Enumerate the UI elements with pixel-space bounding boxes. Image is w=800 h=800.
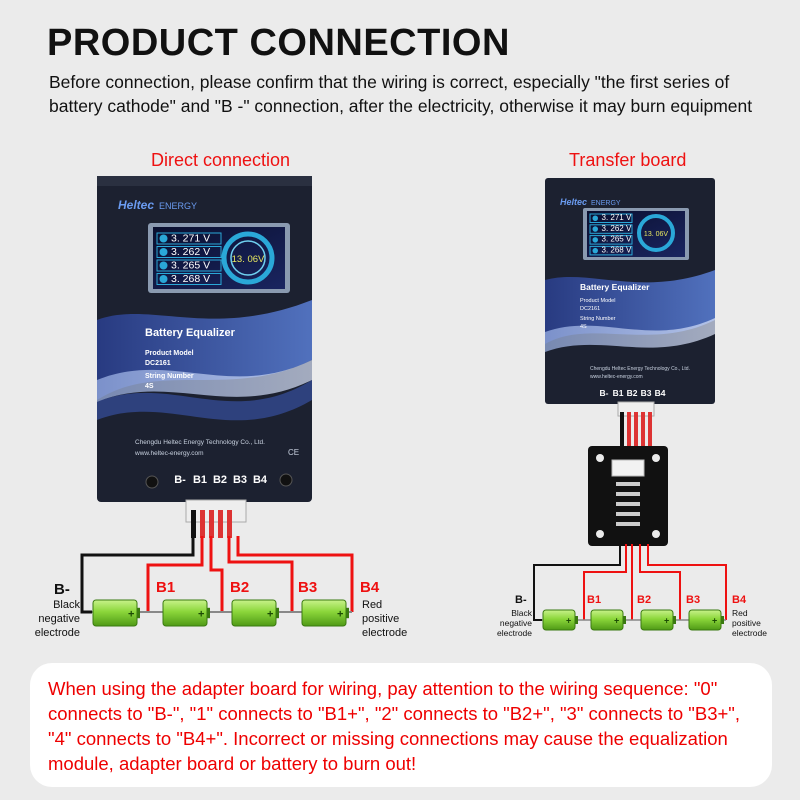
svg-text:B-: B-	[515, 594, 527, 606]
cell-voltage-row	[589, 224, 633, 234]
cell-voltage: 3. 271 V	[171, 233, 210, 245]
intro-warning: Before connection, please confirm that t…	[49, 72, 753, 116]
cell-voltage-row	[589, 235, 633, 245]
string-count: 4S	[145, 383, 154, 390]
svg-text:B1: B1	[587, 594, 601, 606]
positive-terminal-mark: +	[337, 609, 343, 621]
svg-text:B2: B2	[637, 594, 651, 606]
svg-text:Battery Equalizer: Battery Equalizer	[580, 282, 650, 292]
svg-text:Product Model: Product Model	[145, 350, 194, 357]
adapter-board	[588, 446, 668, 546]
battery-cell: +	[688, 609, 724, 631]
b4-label: B4	[360, 579, 380, 596]
svg-text:String Number: String Number	[145, 373, 194, 380]
battery-cell: +	[162, 599, 210, 627]
svg-text:electrode: electrode	[362, 627, 407, 639]
cell-voltage: 3. 268 V	[171, 273, 210, 285]
svg-text:B4: B4	[732, 594, 747, 606]
svg-text:Red: Red	[362, 599, 382, 611]
cell-voltage-row	[156, 232, 222, 245]
battery-cell: +	[231, 599, 279, 627]
terminal-label: B2	[213, 474, 227, 486]
cell-voltage: 3. 268 V	[602, 245, 632, 254]
cell-voltage: 3. 271 V	[602, 213, 632, 222]
device-name: Battery Equalizer	[145, 327, 236, 339]
cell-voltage-row	[589, 213, 633, 223]
terminal-label: B4	[253, 474, 268, 486]
svg-text:String Number: String Number	[580, 316, 616, 322]
cell-voltage: 3. 262 V	[171, 246, 210, 258]
svg-text:ENERGY: ENERGY	[591, 200, 621, 207]
b-minus-label: B-	[54, 581, 70, 598]
voltage-gauge: 13. 06V	[221, 231, 275, 285]
svg-text:positive: positive	[362, 613, 399, 625]
cell-voltage: 3. 265 V	[171, 260, 210, 272]
b3-label: B3	[298, 579, 317, 596]
equalizer-device-large: Heltec ENERGY 3. 271 V3. 262 V 3. 265 V3.…	[97, 176, 312, 502]
equalizer-device-small: Heltec ENERGY 3. 271 V 3. 262 V 3. 265 V3.…	[545, 178, 715, 404]
page-title: PRODUCT CONNECTION	[47, 22, 510, 64]
svg-text:positive: positive	[732, 618, 761, 628]
wiring-transfer	[533, 544, 727, 621]
battery-cell: +	[92, 599, 140, 627]
terminal-label: B-	[600, 388, 609, 398]
positive-terminal-mark: +	[664, 616, 669, 626]
wiring-note-box	[30, 663, 772, 787]
svg-text:Black: Black	[53, 599, 80, 611]
svg-text:electrode: electrode	[35, 627, 80, 639]
b2-label: B2	[230, 579, 249, 596]
positive-terminal-mark: +	[712, 616, 717, 626]
positive-terminal-mark: +	[566, 616, 571, 626]
b1-label: B1	[156, 579, 175, 596]
cell-voltage-row	[589, 245, 633, 256]
svg-text:Heltec: Heltec	[560, 197, 587, 207]
terminal-label: B1	[613, 388, 624, 398]
cell-voltage-row	[156, 273, 222, 285]
svg-text:electrode: electrode	[497, 628, 532, 638]
svg-text:CE: CE	[288, 448, 299, 457]
svg-text:Red: Red	[732, 608, 748, 618]
wiring-note-text: When using the adapter board for wiring,…	[48, 678, 741, 774]
svg-text:B3: B3	[686, 594, 700, 606]
svg-text:www.heltec-energy.com: www.heltec-energy.com	[590, 374, 643, 380]
website: www.heltec-energy.com	[134, 450, 204, 457]
positive-terminal-mark: +	[267, 609, 273, 621]
terminal-label: B4	[655, 388, 666, 398]
transfer-board-label: Transfer board	[569, 150, 687, 170]
battery-cell: +	[542, 609, 578, 631]
terminal-label: B3	[641, 388, 652, 398]
direct-connection-label: Direct connection	[151, 150, 291, 170]
svg-text:Chengdu Heltec Energy Technolo: Chengdu Heltec Energy Technology Co., Lt…	[590, 366, 690, 372]
svg-text:electrode: electrode	[732, 628, 767, 638]
cell-voltage-row	[156, 259, 222, 272]
svg-text:negative: negative	[500, 618, 532, 628]
svg-text:13. 06V: 13. 06V	[644, 231, 668, 238]
positive-terminal-mark: +	[198, 609, 204, 621]
model-number: DC2161	[145, 360, 171, 367]
terminal-label: B2	[627, 388, 638, 398]
company-name: Chengdu Heltec Energy Technology Co., Lt…	[135, 439, 265, 446]
cell-voltage: 3. 262 V	[602, 224, 632, 233]
svg-text:Product Model: Product Model	[580, 298, 615, 304]
positive-terminal-mark: +	[128, 609, 134, 621]
svg-text:4S: 4S	[580, 324, 587, 330]
terminal-label: B1	[193, 474, 207, 486]
svg-text:Black: Black	[511, 608, 533, 618]
terminal-label: B3	[233, 474, 247, 486]
brand-logo: Heltec	[118, 198, 154, 212]
svg-text:negative: negative	[38, 613, 80, 625]
cell-voltage-row	[156, 246, 222, 258]
total-voltage: 13. 06V	[232, 254, 265, 265]
terminal-label: B-	[174, 474, 186, 486]
light-wave-decoration	[97, 360, 312, 402]
battery-cell: +	[590, 609, 626, 631]
cell-voltage: 3. 265 V	[602, 235, 632, 244]
svg-text:ENERGY: ENERGY	[159, 201, 197, 211]
battery-cell: +	[640, 609, 676, 631]
svg-text:DC2161: DC2161	[580, 306, 600, 312]
positive-terminal-mark: +	[614, 616, 619, 626]
battery-cell: +	[301, 599, 349, 627]
